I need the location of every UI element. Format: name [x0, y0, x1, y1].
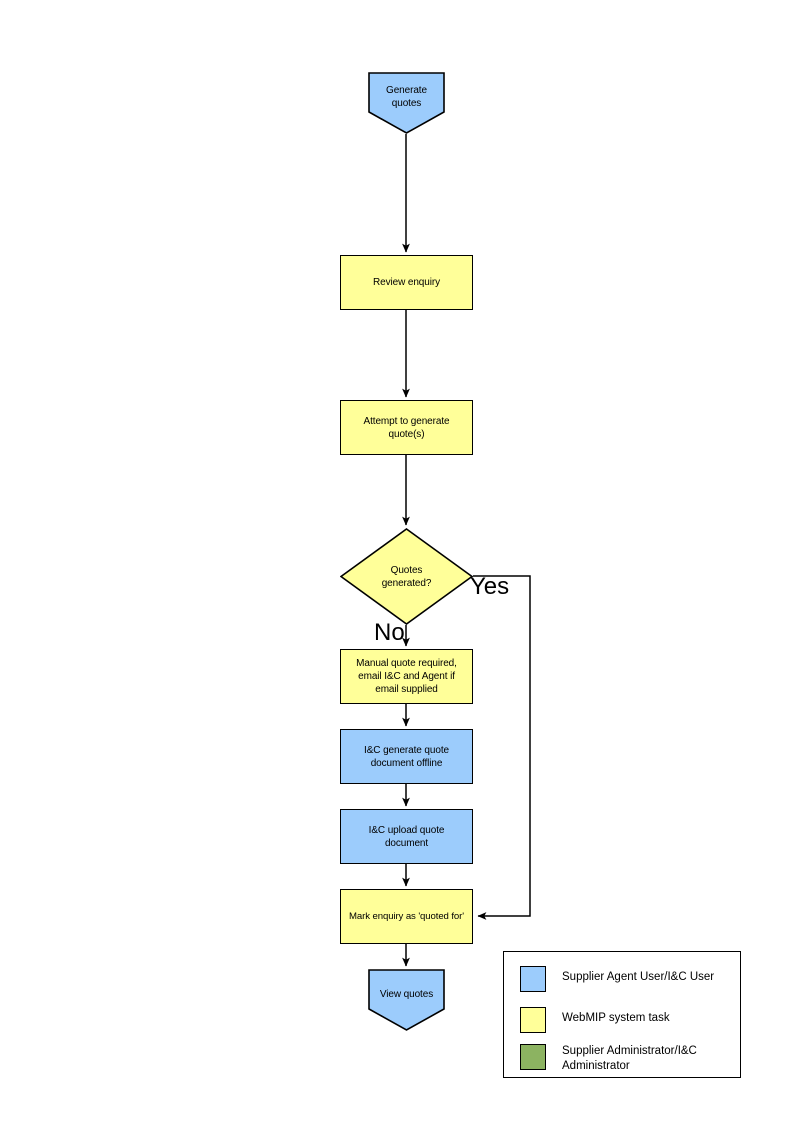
- legend-label-system-task: WebMIP system task: [562, 1012, 670, 1024]
- node-mark-enquiry-quoted-for[interactable]: Mark enquiry as 'quoted for': [340, 889, 473, 944]
- node-generate-quotes[interactable]: Generate quotes: [368, 72, 445, 134]
- node-ic-upload-quote-document-label: I&C upload quote document: [368, 824, 445, 849]
- legend-label-admin-task: Supplier Administrator/I&C Administrator: [562, 1045, 697, 1072]
- legend: Supplier Agent User/I&C User WebMIP syst…: [503, 951, 741, 1078]
- node-ic-generate-quote-offline-label: I&C generate quote document offline: [364, 744, 449, 769]
- edge-label-yes: Yes: [470, 573, 510, 600]
- node-generate-quotes-label: Generate quotes: [386, 85, 427, 109]
- node-ic-upload-quote-document[interactable]: I&C upload quote document: [340, 809, 473, 864]
- node-attempt-generate-quote-label: Attempt to generate quote(s): [363, 415, 450, 440]
- node-ic-generate-quote-offline[interactable]: I&C generate quote document offline: [340, 729, 473, 784]
- node-review-enquiry-label: Review enquiry: [373, 277, 440, 288]
- node-manual-quote-required-label: Manual quote required, email I&C and Age…: [356, 658, 457, 695]
- edge-label-no: No: [374, 619, 405, 646]
- legend-item-admin-task: Supplier Administrator/I&C Administrator: [520, 1044, 697, 1074]
- pentagon-shape: [368, 969, 445, 1031]
- node-view-quotes[interactable]: View quotes: [368, 969, 445, 1031]
- legend-item-user-task: Supplier Agent User/I&C User: [520, 966, 714, 992]
- diamond-shape: [340, 528, 473, 625]
- legend-swatch-yellow: [520, 1007, 546, 1033]
- pentagon-shape: [368, 72, 445, 134]
- node-attempt-generate-quote[interactable]: Attempt to generate quote(s): [340, 400, 473, 455]
- legend-label-user-task: Supplier Agent User/I&C User: [562, 971, 715, 983]
- node-review-enquiry[interactable]: Review enquiry: [340, 255, 473, 310]
- legend-item-system-task: WebMIP system task: [520, 1007, 670, 1033]
- edge-decision-yes-to-mark: [473, 575, 531, 920]
- node-manual-quote-required[interactable]: Manual quote required, email I&C and Age…: [340, 649, 473, 704]
- node-quotes-generated-decision[interactable]: Quotes generated?: [340, 528, 473, 625]
- node-mark-enquiry-quoted-for-label: Mark enquiry as 'quoted for': [349, 911, 464, 922]
- node-quotes-generated-label: Quotes generated?: [381, 564, 432, 589]
- legend-swatch-blue: [520, 966, 546, 992]
- legend-swatch-green: [520, 1044, 546, 1070]
- node-view-quotes-label: View quotes: [379, 988, 434, 1000]
